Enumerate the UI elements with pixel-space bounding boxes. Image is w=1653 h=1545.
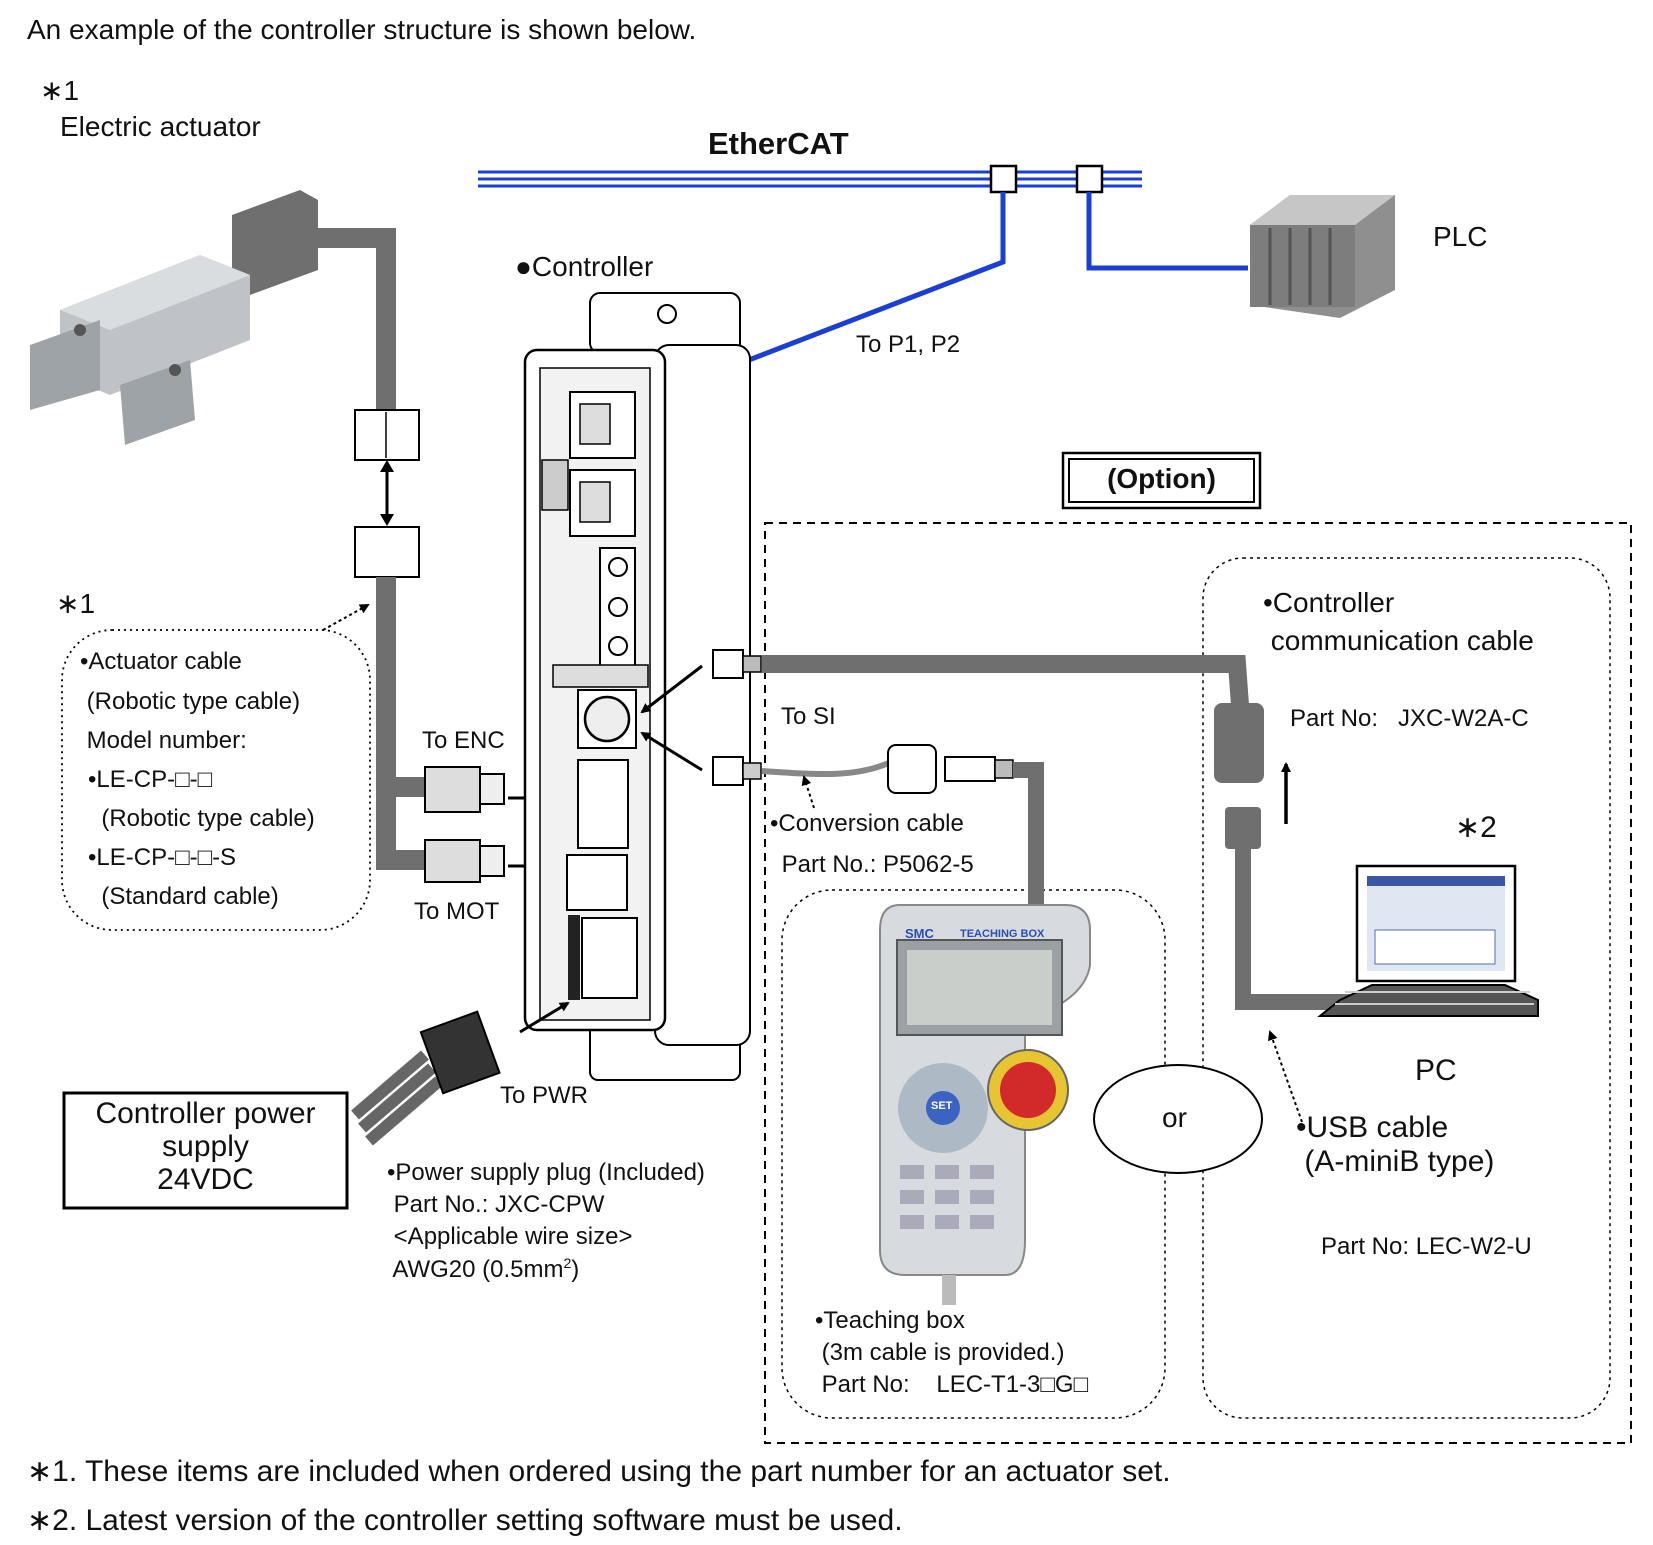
power-supply-box: [62, 1091, 349, 1210]
power-plug-line: Part No.: JXC-CPW: [387, 1191, 605, 1218]
actuator-cable-line: (Standard cable): [88, 883, 279, 910]
actuator-cable-line: •Actuator cable: [80, 648, 242, 675]
power-supply-line: 24VDC: [157, 1163, 254, 1196]
teaching-box-line: Part No: LEC-T1-3□G□: [815, 1371, 1089, 1398]
plc-label: PLC: [1433, 221, 1488, 252]
conversion-cable-part: Part No.: P5062-5: [775, 851, 974, 878]
set-key: SET: [931, 1100, 953, 1112]
footnote: ∗2. Latest version of the controller set…: [27, 1504, 903, 1537]
usb-cable-line: (A-miniB type): [1296, 1145, 1495, 1178]
controller-device: [523, 292, 751, 1081]
comm-cable-part: Part No: JXC-W2A-C: [1290, 705, 1529, 732]
usb-cable-line: •USB cable: [1296, 1111, 1449, 1144]
enc-connector: [424, 766, 564, 813]
power-supply-line: supply: [162, 1130, 249, 1163]
pc-note-mark: ∗2: [1455, 811, 1497, 844]
communication-cable: [712, 649, 1350, 1010]
actuator-cable-line: •LE-CP-□-□: [88, 766, 213, 793]
to-mot-label: To MOT: [414, 898, 500, 925]
or-label: or: [1162, 1102, 1187, 1133]
ethercat-label: EtherCAT: [708, 126, 849, 161]
teaching-box-model: TEACHING BOX: [960, 928, 1045, 940]
electric-actuator-icon: [30, 190, 318, 445]
teaching-box-line: (3m cable is provided.): [815, 1339, 1065, 1366]
power-supply-line: Controller power: [95, 1097, 316, 1130]
to-enc-label: To ENC: [422, 727, 505, 754]
pc-icon: [1317, 864, 1539, 1017]
footnote: ∗1. These items are included when ordere…: [27, 1455, 1171, 1488]
option-frame: [764, 522, 1632, 1444]
teaching-box-brand: SMC: [905, 926, 934, 941]
actuator-note-mark: ∗1: [40, 75, 80, 106]
actuator-cable-line: (Robotic type cable): [88, 805, 315, 832]
intro-text: An example of the controller structure i…: [27, 14, 697, 45]
conversion-cable-line: •Conversion cable: [770, 810, 964, 837]
actuator-cable-line: •LE-CP-□-□-S: [88, 844, 237, 871]
option-title: (Option): [1107, 463, 1216, 494]
pc-option-panel: [1202, 557, 1611, 1419]
actuator-cable-panel: [61, 629, 371, 931]
actuator-cable-line: (Robotic type cable): [80, 688, 301, 715]
comm-cable-line: •Controller: [1263, 587, 1395, 618]
power-plug-icon: [351, 1001, 570, 1146]
actuator-cable-line: Model number:: [80, 727, 247, 754]
actuator-cable: [318, 228, 425, 870]
power-plug-wire-size: AWG20 (0.5mm2): [387, 1255, 580, 1283]
to-ports-label: To P1, P2: [856, 331, 961, 358]
to-si-label: To SI: [781, 703, 836, 730]
actuator-label: Electric actuator: [60, 111, 261, 142]
plc-icon: [1250, 195, 1395, 318]
teaching-box-line: •Teaching box: [815, 1307, 965, 1334]
teaching-box-device: [879, 904, 1091, 1305]
option-title-box: [1061, 451, 1262, 510]
usb-cable-part: Part No: LEC-W2-U: [1321, 1233, 1532, 1260]
power-plug-line: •Power supply plug (Included): [387, 1159, 705, 1186]
to-pwr-label: To PWR: [500, 1082, 589, 1109]
controller-label: ●Controller: [515, 251, 654, 282]
or-ellipse: [1093, 1064, 1263, 1174]
conversion-cable: [712, 744, 1044, 905]
comm-cable-line: communication cable: [1263, 625, 1534, 656]
pc-label: PC: [1415, 1054, 1457, 1087]
actuator-cable-note-mark: ∗1: [56, 588, 96, 619]
power-plug-line: <Applicable wire size>: [387, 1223, 633, 1250]
